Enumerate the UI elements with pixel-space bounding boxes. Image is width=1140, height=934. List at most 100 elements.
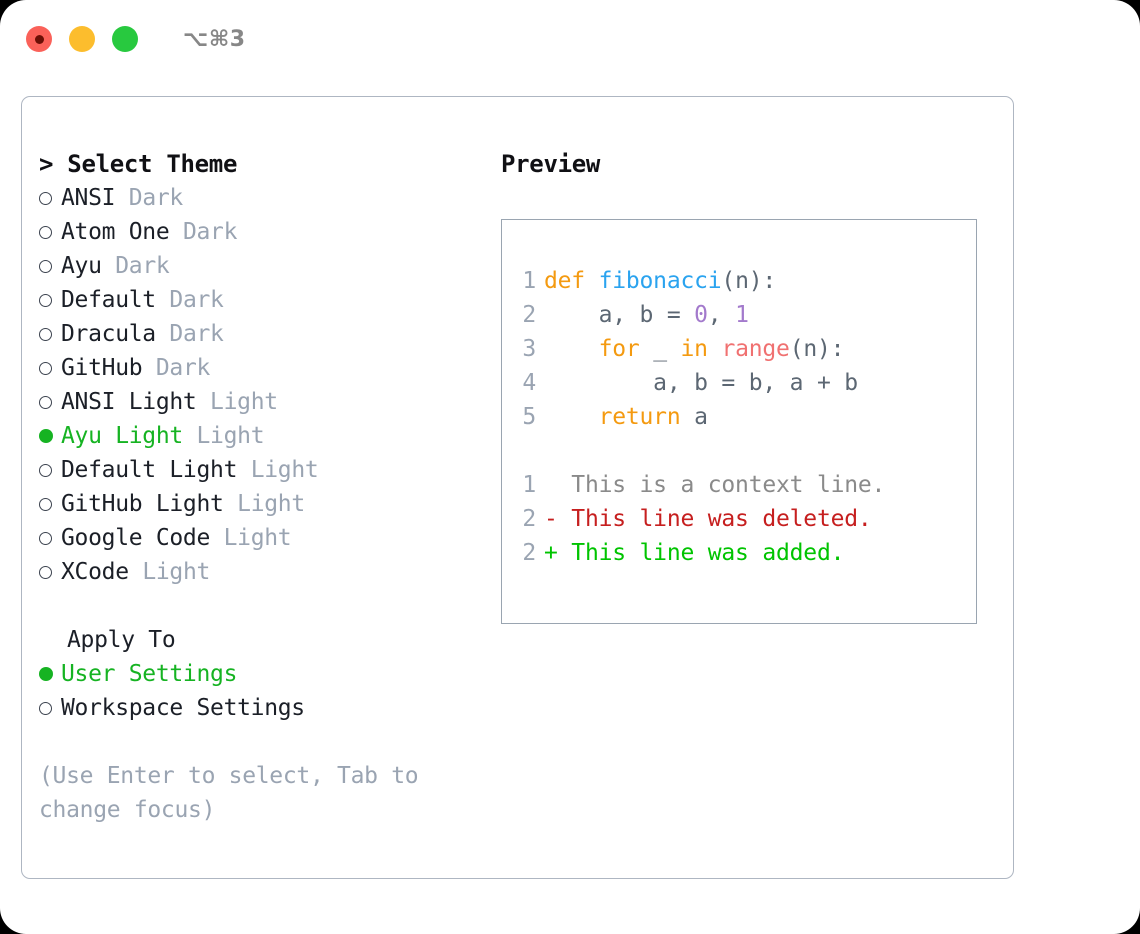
select-theme-heading: > Select Theme: [39, 150, 238, 178]
diff-line-content: + This line was added.: [544, 540, 845, 566]
line-number: 3: [522, 336, 536, 362]
theme-list-item[interactable]: GitHub Dark: [39, 351, 479, 385]
radio-unselected-icon[interactable]: [39, 531, 61, 545]
theme-list-item[interactable]: Default Light Light: [39, 453, 479, 487]
code-token: (n):: [789, 336, 845, 362]
radio-unselected-icon[interactable]: [39, 327, 61, 341]
code-blank-line: [502, 434, 976, 468]
diff-line: 2 - This line was deleted.: [502, 502, 976, 536]
theme-kind-label: Light: [250, 457, 319, 483]
code-token: range: [721, 336, 790, 362]
radio-unselected-icon[interactable]: [39, 191, 61, 205]
label-spacer: [142, 351, 156, 385]
line-number: 2: [522, 506, 536, 532]
code-line: 5 return a: [502, 400, 976, 434]
radio-selected-icon[interactable]: [39, 429, 61, 443]
traffic-light-group: [26, 26, 138, 52]
code-line-content: return a: [544, 400, 708, 434]
label-spacer: [183, 419, 197, 453]
theme-list-item[interactable]: Google Code Light: [39, 521, 479, 555]
radio-unselected-icon[interactable]: [39, 463, 61, 477]
label-spacer: [102, 249, 116, 283]
theme-list-item[interactable]: ANSI Light Light: [39, 385, 479, 419]
theme-list-item[interactable]: Ayu Dark: [39, 249, 479, 283]
radio-unselected-icon[interactable]: [39, 361, 61, 375]
theme-list-item[interactable]: XCode Light: [39, 555, 479, 589]
code-token: def: [544, 268, 599, 294]
code-token: 1: [735, 302, 749, 328]
line-number: 2: [522, 302, 536, 328]
window-titlebar: ⌥⌘3: [0, 0, 1140, 78]
radio-selected-icon[interactable]: [39, 667, 61, 681]
recording-indicator-dot: [34, 34, 44, 44]
label-spacer: [237, 453, 251, 487]
theme-kind-label: Dark: [182, 219, 238, 245]
radio-unselected-icon[interactable]: [39, 701, 61, 715]
theme-list-item[interactable]: GitHub Light Light: [39, 487, 479, 521]
radio-ring: [39, 497, 52, 511]
label-spacer: [115, 181, 129, 215]
theme-name-label: Google Code: [61, 525, 211, 551]
radio-unselected-icon[interactable]: [39, 395, 61, 409]
radio-ring: [39, 701, 52, 715]
radio-unselected-icon[interactable]: [39, 293, 61, 307]
theme-list-item[interactable]: Ayu Light Light: [39, 419, 479, 453]
theme-list-item[interactable]: Default Dark: [39, 283, 479, 317]
code-token: 0: [694, 302, 708, 328]
code-line: 4 a, b = b, a + b: [502, 366, 976, 400]
radio-unselected-icon[interactable]: [39, 497, 61, 511]
diff-line-content: - This line was deleted.: [544, 506, 872, 532]
code-token: return: [598, 404, 681, 430]
code-line-content: for _ in range(n):: [544, 332, 845, 366]
code-token: in: [680, 336, 708, 362]
label-spacer: [129, 555, 143, 589]
apply-to-option-label: Workspace Settings: [61, 695, 305, 721]
theme-list-item[interactable]: Dracula Dark: [39, 317, 479, 351]
label-spacer: [169, 215, 183, 249]
line-number: 5: [522, 404, 536, 430]
theme-name-label: Ayu: [61, 253, 102, 279]
theme-name-label: Atom One: [61, 219, 170, 245]
line-number: 2: [522, 540, 536, 566]
theme-kind-label: Light: [142, 559, 211, 585]
label-spacer: [156, 283, 170, 317]
theme-name-label: Default: [61, 287, 156, 313]
radio-ring: [39, 191, 52, 205]
code-line-content: a, b = b, a + b: [544, 366, 858, 400]
theme-name-label: XCode: [61, 559, 129, 585]
radio-unselected-icon[interactable]: [39, 225, 61, 239]
apply-to-option[interactable]: Workspace Settings: [39, 691, 479, 725]
theme-name-label: ANSI Light: [61, 389, 197, 415]
radio-unselected-icon[interactable]: [39, 259, 61, 273]
theme-list-item[interactable]: Atom One Dark: [39, 215, 479, 249]
radio-unselected-icon[interactable]: [39, 565, 61, 579]
radio-ring: [39, 463, 52, 477]
apply-to-option[interactable]: User Settings: [39, 657, 479, 691]
theme-list-item[interactable]: ANSI Dark: [39, 181, 479, 215]
theme-name-label: GitHub: [61, 355, 143, 381]
zoom-button[interactable]: [112, 26, 138, 52]
close-button[interactable]: [26, 26, 52, 52]
radio-ring: [39, 395, 52, 409]
apply-to-heading: Apply To: [67, 627, 176, 653]
theme-kind-label: Light: [223, 525, 292, 551]
radio-ring: [39, 293, 52, 307]
theme-name-label: Dracula: [61, 321, 156, 347]
code-line: 2 a, b = 0, 1: [502, 298, 976, 332]
theme-kind-label: Dark: [169, 321, 224, 347]
radio-ring: [39, 531, 52, 545]
code-token: [544, 336, 599, 362]
minimize-button[interactable]: [69, 26, 95, 52]
code-token: a, b =: [544, 302, 695, 328]
line-number: 1: [522, 268, 536, 294]
section-spacer: [39, 589, 479, 623]
